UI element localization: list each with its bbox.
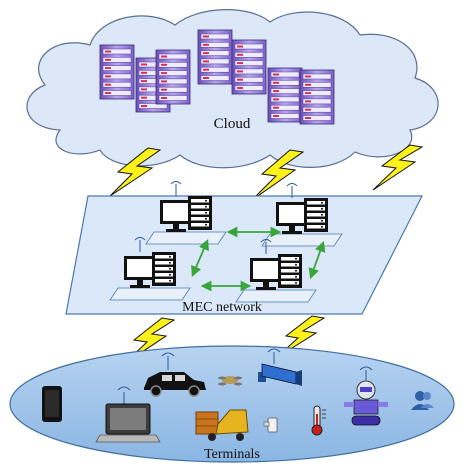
mec-link-arrow [191,239,209,277]
terminals: Terminals [9,345,455,463]
server-rack-icon [197,29,233,85]
mec-network: MEC network [65,181,423,315]
car-icon [144,352,206,397]
cargo-vehicle-icon [195,409,249,441]
lightning-bolt-icon [372,144,424,191]
cloud: Cloud [26,9,439,169]
robot-icon [344,366,388,426]
drone-icon [218,376,242,386]
terminals-label: Terminals [204,447,260,462]
mec-server-icon [235,239,317,303]
mec-server-icon [109,237,191,301]
lightning-bolt-icon [109,147,162,197]
mec-network-label: MEC network [182,300,262,315]
surveillance-camera-icon [258,348,302,386]
user-icon [411,391,434,410]
server-rack-icon [231,39,267,95]
mec-link-arrow [308,240,326,280]
thermometer-icon [311,405,326,436]
server-rack-icon [99,44,135,100]
cloud-label: Cloud [214,116,251,132]
server-rack-icon [299,69,335,125]
mec-server-icon [261,183,343,247]
sensor-icon [263,417,278,433]
laptop-icon [95,386,161,443]
wireless-links-upper [109,144,424,201]
server-rack-icon [267,67,303,123]
mec-server-icon [145,181,227,245]
smartphone-icon [42,386,62,422]
lightning-bolt-icon [251,149,305,201]
server-rack-icon [155,49,191,105]
